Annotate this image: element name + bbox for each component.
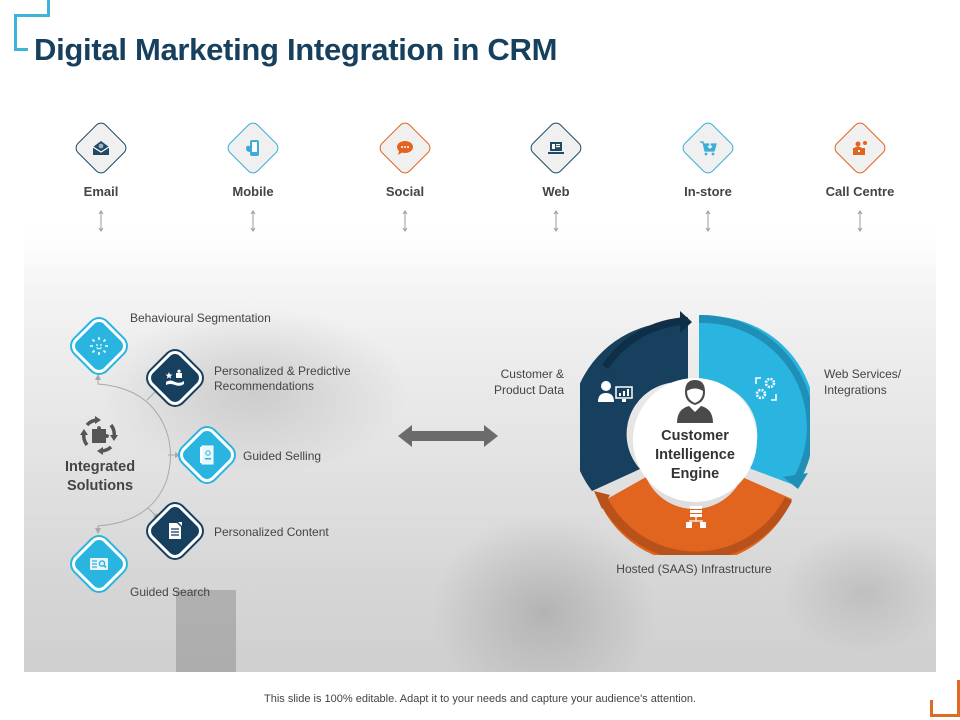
channel-label: Web bbox=[542, 184, 570, 199]
customer-product-data-line1: Customer & bbox=[500, 367, 564, 381]
person-icon bbox=[675, 378, 715, 429]
personalized-content-label: Personalized Content bbox=[214, 525, 329, 539]
corner-accent-top-left bbox=[14, 48, 28, 51]
double-arrow-vertical-icon bbox=[250, 210, 256, 232]
corner-accent-bottom-right bbox=[930, 714, 960, 717]
integrated-solutions-line2: Solutions bbox=[66, 478, 134, 494]
engine-label-line3: Engine bbox=[670, 466, 720, 482]
web-services-line2: Integrations bbox=[824, 383, 887, 397]
corner-accent-bottom-right bbox=[930, 700, 933, 717]
engine-label-line2: Intelligence bbox=[655, 447, 735, 463]
server-network-icon bbox=[685, 505, 707, 534]
channel-call-centre: Call Centre bbox=[810, 119, 910, 199]
corner-accent-bottom-right bbox=[957, 680, 960, 717]
double-arrow-vertical-icon bbox=[857, 210, 863, 232]
personalized-recommendations-label: Personalized & Predictive Recommendation… bbox=[214, 364, 351, 394]
guided-search-diamond bbox=[72, 537, 126, 591]
search-card-icon bbox=[88, 553, 110, 575]
channel-email: Email bbox=[51, 119, 151, 199]
personalized-recommendations-diamond bbox=[148, 351, 202, 405]
guided-search-label: Guided Search bbox=[130, 585, 211, 599]
customer-product-data-line2: Product Data bbox=[493, 383, 564, 397]
channel-label: Social bbox=[385, 184, 425, 199]
email-icon bbox=[91, 138, 111, 158]
double-arrow-vertical-icon bbox=[98, 210, 104, 232]
double-arrow-vertical-icon bbox=[402, 210, 408, 232]
channel-in-store: In-store bbox=[658, 119, 758, 199]
gears-icon bbox=[754, 376, 778, 407]
double-arrow-vertical-icon bbox=[705, 210, 711, 232]
hand-star-icon bbox=[164, 367, 186, 389]
corner-accent-top-left bbox=[14, 14, 17, 51]
guided-selling-diamond bbox=[180, 428, 234, 482]
channel-social: Social bbox=[355, 119, 455, 199]
double-arrow-icon bbox=[398, 424, 498, 453]
behavioural-segmentation-diamond bbox=[72, 319, 126, 373]
channel-diamond bbox=[224, 119, 282, 177]
chat-bubble-icon bbox=[395, 138, 415, 158]
web-services-label: Web Services/ Integrations bbox=[824, 366, 901, 398]
personalized-recommendations-line2: Recommendations bbox=[214, 379, 315, 393]
channel-diamond bbox=[831, 119, 889, 177]
corner-accent-top-left bbox=[47, 0, 50, 17]
channel-diamond bbox=[376, 119, 434, 177]
shopping-cart-icon bbox=[698, 138, 718, 158]
channel-mobile: Mobile bbox=[203, 119, 303, 199]
mobile-icon bbox=[243, 138, 263, 158]
personalized-content-diamond bbox=[148, 504, 202, 558]
double-arrow-vertical-icon bbox=[553, 210, 559, 232]
guided-selling-label: Guided Selling bbox=[243, 449, 322, 463]
channel-diamond bbox=[679, 119, 737, 177]
channel-diamond bbox=[72, 119, 130, 177]
background-shadow bbox=[176, 590, 236, 672]
channel-diamond bbox=[527, 119, 585, 177]
engine-label-line1: Customer bbox=[661, 428, 729, 444]
page-title: Digital Marketing Integration in CRM bbox=[34, 32, 558, 67]
puzzle-cycle-icon bbox=[77, 415, 121, 460]
channel-label: Email bbox=[83, 184, 119, 199]
behavioural-segmentation-label: Behavioural Segmentation bbox=[130, 311, 271, 325]
personalized-recommendations-line1: Personalized & Predictive bbox=[214, 364, 351, 378]
engine-label: Customer Intelligence Engine bbox=[640, 427, 750, 484]
integrated-solutions-line1: Integrated bbox=[64, 459, 136, 475]
footer-note: This slide is 100% editable. Adapt it to… bbox=[264, 693, 696, 705]
customer-product-data-label: Customer & Product Data bbox=[470, 366, 564, 398]
channel-label: Call Centre bbox=[825, 184, 895, 199]
sun-smile-icon bbox=[88, 335, 110, 357]
laptop-icon bbox=[546, 138, 566, 158]
hosted-infrastructure-label: Hosted (SAAS) Infrastructure bbox=[616, 562, 772, 576]
corner-accent-top-left bbox=[14, 14, 50, 17]
integrated-solutions-label: Integrated Solutions bbox=[50, 458, 150, 496]
user-chart-icon bbox=[597, 380, 635, 409]
background-fade bbox=[24, 212, 936, 272]
notebook-icon bbox=[196, 444, 218, 466]
web-services-line1: Web Services/ bbox=[824, 367, 902, 381]
call-agent-icon bbox=[850, 138, 870, 158]
document-icon bbox=[164, 520, 186, 542]
channel-web: Web bbox=[506, 119, 606, 199]
channel-label: In-store bbox=[684, 184, 732, 199]
channel-label: Mobile bbox=[232, 184, 274, 199]
